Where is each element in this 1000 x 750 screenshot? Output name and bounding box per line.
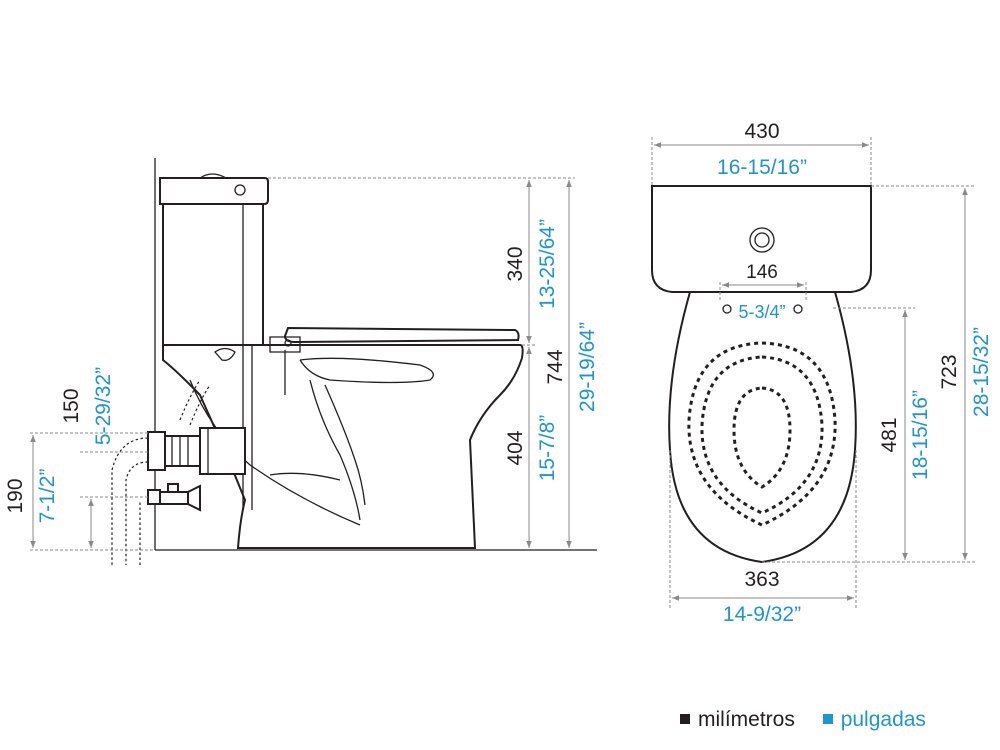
tank-height-mm: 340 xyxy=(504,246,527,281)
supply-height-in: 7-1/2” xyxy=(36,469,59,524)
units-legend: milímetros pulgadas xyxy=(680,708,926,732)
drain-pipe xyxy=(111,379,246,565)
legend-mm-label: milímetros xyxy=(698,708,795,731)
hole-spacing-mm: 146 xyxy=(746,262,778,283)
side-view: 340 13-25/64” 404 15-7/8” 744 29-19/64” … xyxy=(4,158,599,565)
tank-width-in: 16-15/16” xyxy=(717,156,807,179)
cistern-tank xyxy=(159,173,269,346)
tank-top-outline xyxy=(651,185,872,293)
bowl-top-outline xyxy=(668,291,857,564)
seat-outline-outer xyxy=(687,341,837,527)
legend-mm: milímetros xyxy=(680,708,795,732)
in-swatch-icon xyxy=(822,714,833,724)
top-view: 430 16-15/16” 146 5-3/4” 363 14-9/32” 48… xyxy=(651,120,993,626)
fixing-hole-right-icon xyxy=(793,304,803,314)
seat-outline-inner xyxy=(700,355,824,515)
total-height-in: 29-19/64” xyxy=(576,322,599,412)
legend-in-label: pulgadas xyxy=(840,708,926,731)
legend-in: pulgadas xyxy=(822,708,926,732)
total-height-mm: 744 xyxy=(544,349,567,384)
fixing-hole-left-icon xyxy=(722,304,732,314)
bowl-height-in: 15-7/8” xyxy=(536,415,559,482)
bowl-opening xyxy=(732,386,792,489)
supply-valve xyxy=(147,483,201,512)
total-length-in: 28-15/32” xyxy=(970,327,993,417)
flush-button-icon xyxy=(749,227,775,253)
outlet-height-in: 5-29/32” xyxy=(92,367,115,445)
bowl-width-in: 14-9/32” xyxy=(723,603,801,626)
bowl-height-mm: 404 xyxy=(504,430,527,465)
bowl-length-mm: 481 xyxy=(878,417,901,452)
hole-spacing-in: 5-3/4” xyxy=(738,302,785,322)
supply-height-mm: 190 xyxy=(4,478,27,513)
bowl-width-mm: 363 xyxy=(744,568,779,591)
seat-lid xyxy=(269,326,520,353)
outlet-height-mm: 150 xyxy=(60,388,83,423)
tank-height-in: 13-25/64” xyxy=(536,219,559,309)
tank-width-mm: 430 xyxy=(744,120,779,143)
mm-swatch-icon xyxy=(680,714,690,724)
total-length-mm: 723 xyxy=(938,354,961,389)
bowl-length-in: 18-15/16” xyxy=(909,390,932,480)
